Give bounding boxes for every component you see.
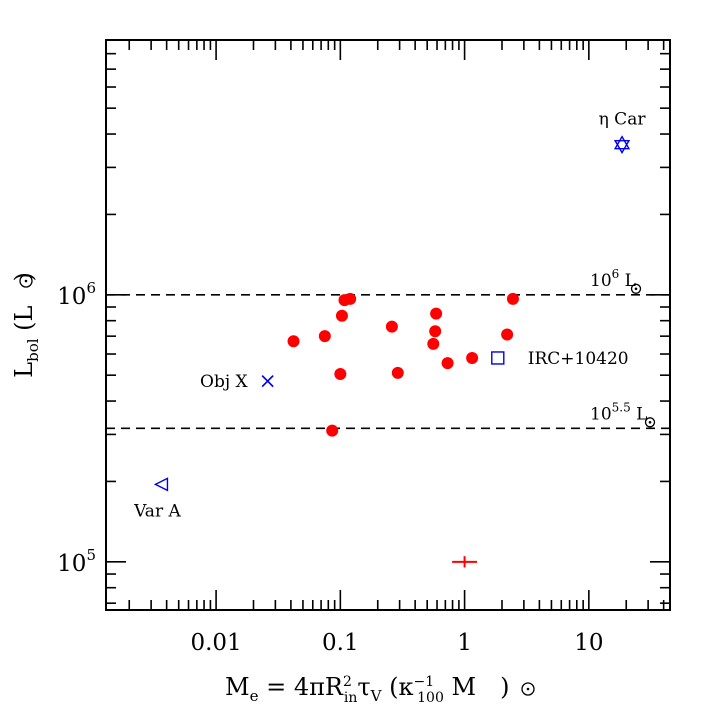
sun-symbol-icon xyxy=(630,283,642,294)
x-tick-label: 1 xyxy=(457,630,472,656)
data-point xyxy=(427,337,440,350)
y-axis-title: Lbol (L ) xyxy=(10,272,42,378)
object-cross: Obj X xyxy=(200,372,274,392)
object-label: IRC+10420 xyxy=(528,349,629,369)
sun-symbol-icon xyxy=(521,682,535,696)
data-point xyxy=(326,424,339,437)
data-point xyxy=(385,320,398,333)
y-tick-label: 105 xyxy=(57,546,96,577)
data-point xyxy=(429,325,442,338)
dashed-line-label: 106 L xyxy=(590,267,636,291)
data-point xyxy=(391,366,404,379)
x-tick-label: 10 xyxy=(574,630,603,656)
data-point xyxy=(287,335,300,348)
data-point xyxy=(430,307,443,320)
data-point xyxy=(334,368,347,381)
object-triangle-left: Var A xyxy=(133,477,181,521)
x-tick-label: 0.01 xyxy=(190,630,241,656)
triangle-marker-icon xyxy=(153,477,169,492)
y-tick-labels: 105 106 xyxy=(57,279,96,577)
star-marker-icon xyxy=(613,135,631,150)
reference-lines: 106 L 105.5 L xyxy=(106,267,670,430)
cross-marker-icon xyxy=(261,375,274,388)
object-label: Var A xyxy=(133,501,181,521)
x-tick-labels: 0.01 0.1 1 10 xyxy=(190,630,603,656)
axis-ticks xyxy=(106,39,670,610)
data-point xyxy=(335,309,348,322)
object-label: η Car xyxy=(599,110,647,130)
data-point xyxy=(344,292,357,305)
x-tick-label: 0.1 xyxy=(322,630,359,656)
sun-symbol-icon xyxy=(644,417,656,428)
data-point xyxy=(466,351,479,364)
data-points xyxy=(287,292,519,437)
data-point xyxy=(318,330,331,343)
star-marker-icon xyxy=(613,139,631,155)
y-tick-label: 106 xyxy=(57,279,96,310)
data-point xyxy=(506,292,519,305)
object-square: IRC+10420 xyxy=(491,349,629,369)
object-label: Obj X xyxy=(200,372,248,392)
dashed-line-label: 105.5 L xyxy=(590,400,647,424)
plot-frame xyxy=(105,39,671,611)
data-point xyxy=(441,357,454,370)
y-axis-title-group: Lbol (L ) xyxy=(10,272,42,378)
error-bar xyxy=(452,556,478,568)
square-marker-icon xyxy=(491,351,505,365)
data-point xyxy=(501,328,514,341)
object-star: η Car xyxy=(599,110,647,155)
sun-symbol-icon xyxy=(19,274,33,288)
